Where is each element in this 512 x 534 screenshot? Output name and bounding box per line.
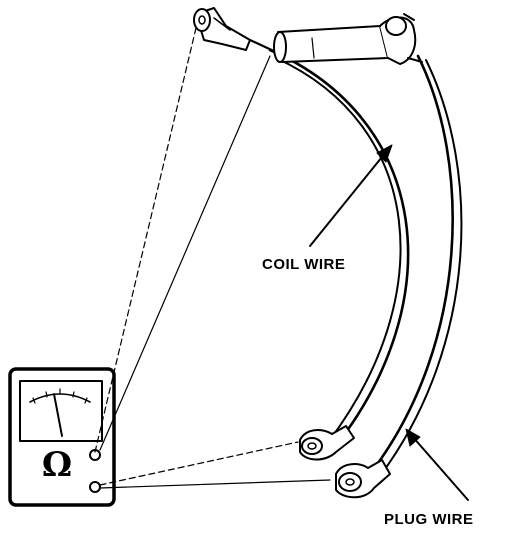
plug-boot-top: [273, 13, 423, 65]
plug-end-bottom-terminal: [335, 459, 391, 499]
test-lead-dashed-top: [94, 27, 197, 453]
test-lead-dashed-bottom: [99, 441, 299, 486]
coil-wire-cable: [268, 48, 410, 449]
ohm-icon: Ω: [41, 445, 73, 485]
coil-wire-leader: [309, 144, 393, 247]
coil-end-bottom-terminal: [299, 425, 355, 461]
ohmmeter: [8, 367, 116, 507]
plug-wire-cable: [371, 54, 463, 477]
plug-wire-label: PLUG WIRE: [384, 511, 474, 528]
plug-wire-leader: [405, 428, 469, 501]
meter-probe-jack-lower: [89, 481, 101, 493]
test-lead-solid-top: [99, 55, 271, 451]
coil-wire-label: COIL WIRE: [262, 256, 346, 273]
test-lead-solid-bottom: [99, 479, 331, 489]
coil-end-terminal: [193, 7, 278, 54]
test-leads: [94, 27, 331, 489]
